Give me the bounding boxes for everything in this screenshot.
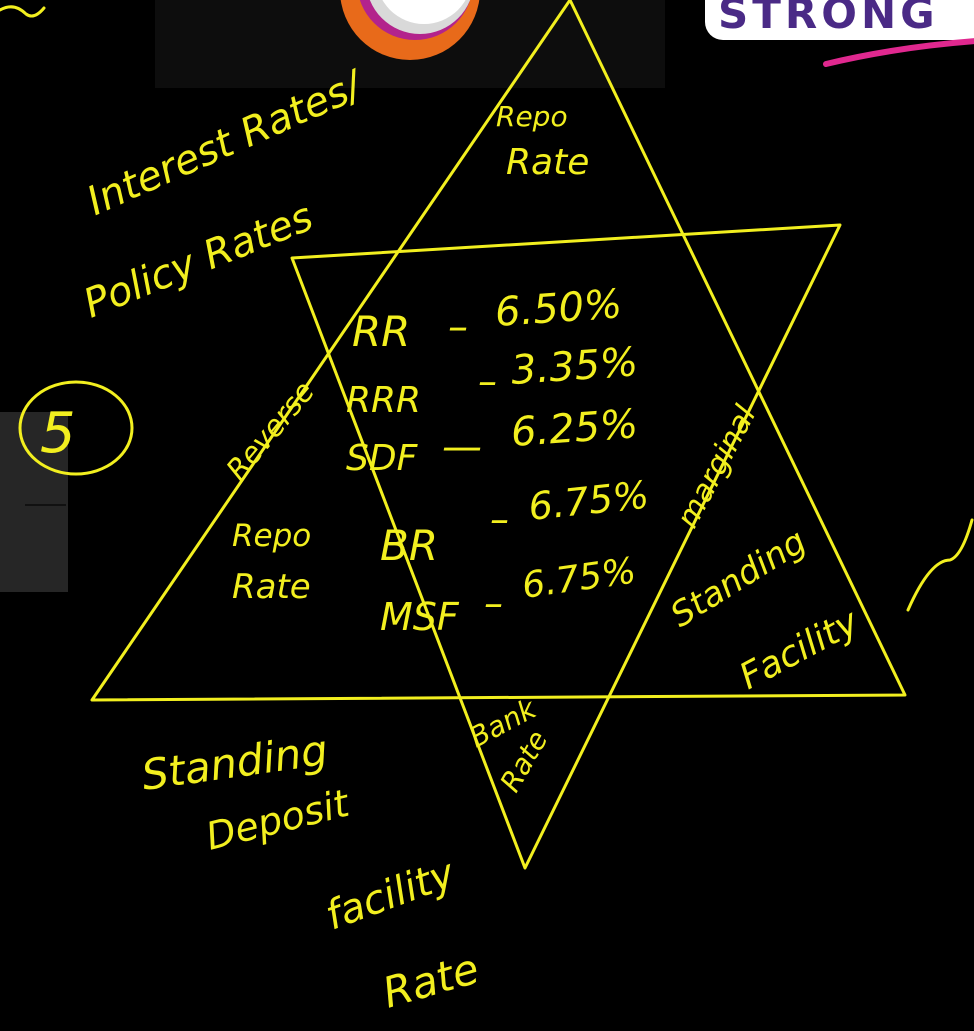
circled-number: 5 [40, 401, 76, 466]
repo-rate-label-line-2: Rate [506, 142, 589, 183]
rate-name: BR [380, 521, 438, 570]
rate-value: 6.75% [520, 550, 639, 607]
sdf-label-line-4: Rate [377, 944, 484, 1018]
reverse-repo-line-2: Repo [232, 518, 311, 554]
rate-dash: — [442, 424, 482, 470]
rate-dash: – [448, 304, 468, 350]
repo-rate-label-line-1: Repo [496, 100, 568, 133]
sdf-label-line-3: facility [320, 850, 462, 939]
rate-dash: – [490, 497, 509, 541]
brand-swoosh [826, 40, 974, 64]
rates-list: RR – 6.50% RRR – 3.35% SDF — 6.25% BR – … [346, 281, 651, 639]
rate-name: MSF [380, 595, 460, 639]
standing-deposit-facility-label: Standing Deposit facility Rate [139, 725, 485, 1017]
msf-label-line-1: marginal [670, 399, 764, 533]
clipped-ink-fragment [0, 7, 44, 16]
rate-value: 6.75% [526, 473, 651, 529]
sdf-label-line-2: Deposit [202, 780, 356, 858]
rate-value: 3.35% [509, 339, 639, 394]
rate-value: 6.25% [509, 401, 639, 456]
msf-label-line-3: Facility [733, 601, 866, 698]
rate-name: RRR [346, 380, 421, 421]
rate-dash: – [478, 359, 497, 403]
rate-name: RR [352, 307, 410, 356]
reverse-repo-line-3: Rate [232, 567, 311, 607]
reverse-repo-line-1: Reverse [219, 374, 321, 486]
brand-badge-text: STRONG [718, 0, 939, 38]
sdf-label-line-1: Standing [139, 725, 331, 800]
rate-name: SDF [346, 438, 419, 479]
rate-value: 6.50% [493, 281, 623, 336]
marginal-standing-facility-tick [908, 520, 972, 610]
brand-badge: STRONG [705, 0, 974, 64]
rate-dash: – [484, 581, 503, 625]
